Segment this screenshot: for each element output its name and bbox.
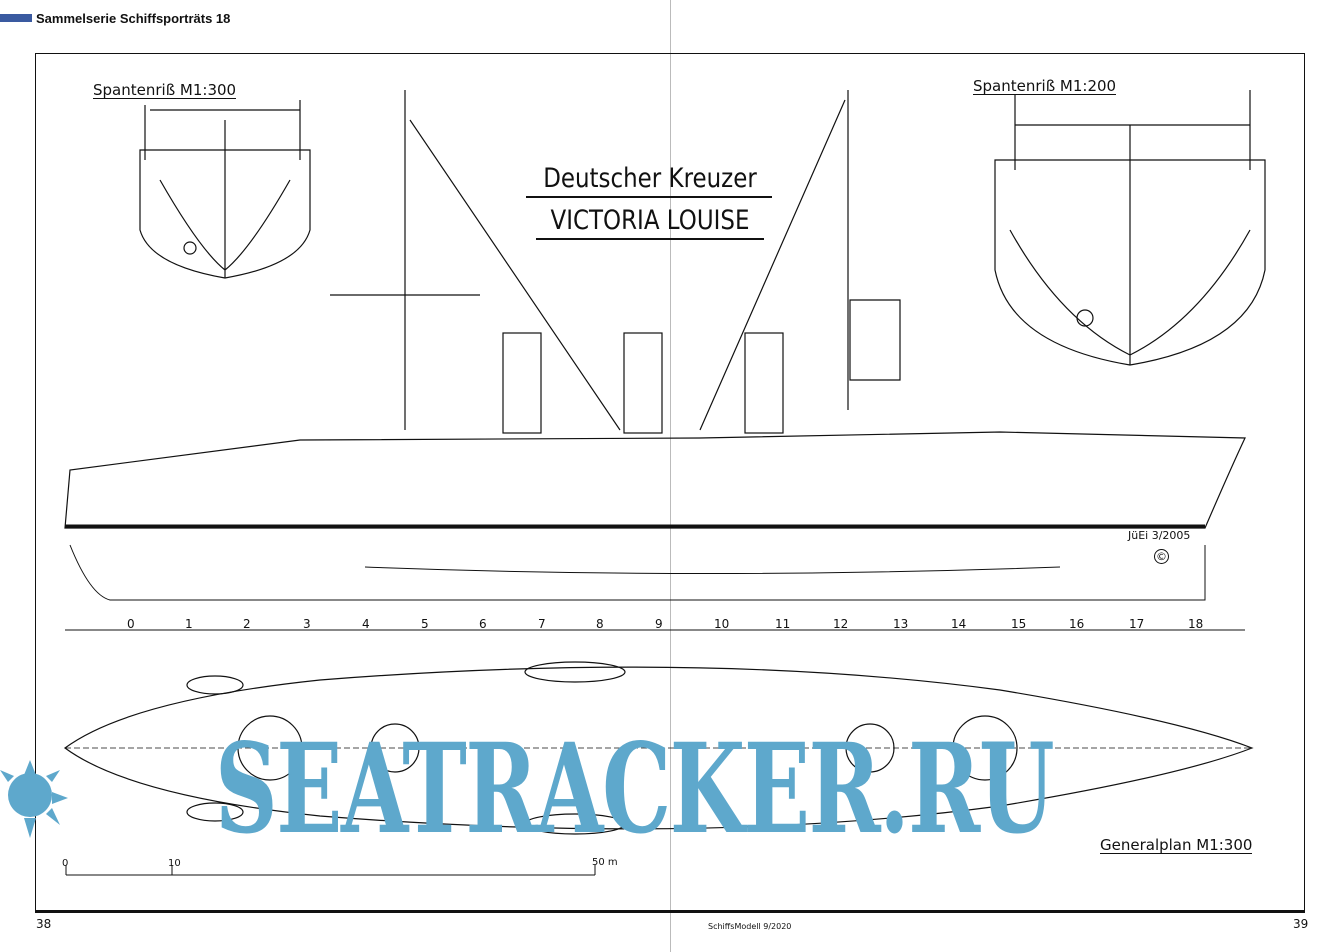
- series-title: Sammelserie Schiffsporträts 18: [36, 10, 231, 26]
- station-number: 7: [538, 617, 546, 631]
- ship-side-view: [64, 90, 1246, 601]
- station-number: 13: [893, 617, 909, 631]
- station-number: 9: [655, 617, 663, 631]
- title-underline: [536, 238, 764, 240]
- body-plan-right: [994, 90, 1266, 366]
- drawing-signature: JüEi 3/2005: [1128, 529, 1191, 542]
- scale-mid: 10: [168, 858, 181, 869]
- plan-title-line1: Deutscher Kreuzer: [543, 163, 757, 194]
- scale-start: 0: [62, 858, 69, 869]
- page-number-left: 38: [36, 917, 52, 931]
- body-plan-left-label: Spantenriß M1:300: [93, 81, 237, 99]
- scale-end: 50 m: [592, 857, 618, 868]
- station-number: 1: [185, 617, 193, 631]
- station-number: 2: [243, 617, 251, 631]
- watermark-text: SEATRACKER.RU: [215, 717, 1055, 862]
- body-plan-right-label: Spantenriß M1:200: [973, 77, 1117, 95]
- station-number: 17: [1129, 617, 1145, 631]
- magazine-issue: SchiffsModell 9/2020: [708, 922, 792, 931]
- station-number: 4: [362, 617, 370, 631]
- body-plan-left: [139, 100, 311, 279]
- station-number: 18: [1188, 617, 1204, 631]
- page-header: Sammelserie Schiffsporträts 18: [0, 8, 230, 28]
- station-number: 0: [127, 617, 135, 631]
- station-number: 14: [951, 617, 967, 631]
- station-number: 6: [479, 617, 487, 631]
- station-number: 10: [714, 617, 730, 631]
- page-fold: [670, 0, 671, 952]
- station-number: 11: [775, 617, 791, 631]
- page-number-right: 39: [1293, 917, 1309, 931]
- plan-title-line2: VICTORIA LOUISE: [550, 205, 750, 236]
- title-underline: [526, 196, 772, 198]
- ship-plan-view: [63, 661, 1254, 835]
- station-number: 5: [421, 617, 429, 631]
- station-number: 15: [1011, 617, 1027, 631]
- station-number: 16: [1069, 617, 1085, 631]
- station-number: 8: [596, 617, 604, 631]
- general-plan-label: Generalplan M1:300: [1100, 836, 1253, 854]
- station-number: 12: [833, 617, 849, 631]
- station-number: 3: [303, 617, 311, 631]
- drawing-frame: [35, 53, 1305, 913]
- copyright-mark: ©: [1154, 549, 1169, 564]
- wave-logo-icon: [0, 14, 32, 22]
